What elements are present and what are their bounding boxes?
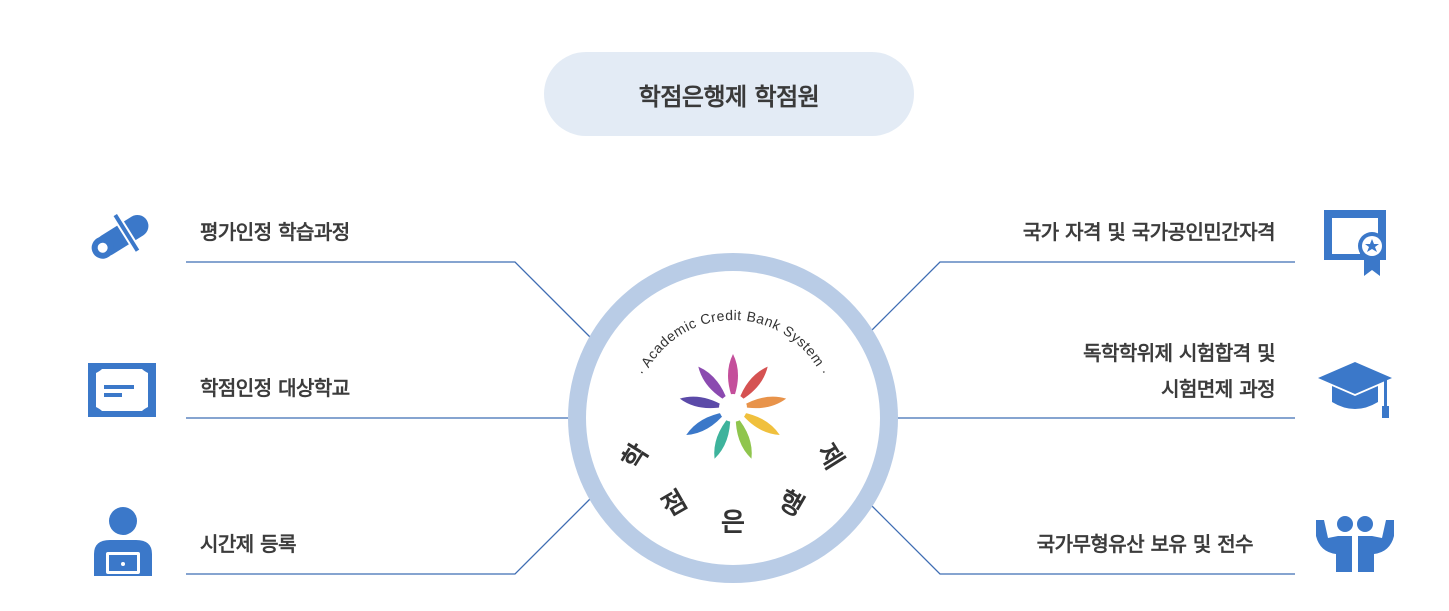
- center-emblem: · Academic Credit Bank System · 학 점 은 행 …: [586, 271, 880, 565]
- item-label-right-1: 국가 자격 및 국가공인민간자격: [1022, 220, 1276, 244]
- emblem-char-1: 학: [617, 439, 655, 475]
- item-label-right-2b: 시험면제 과정: [1161, 377, 1275, 401]
- item-label-right-3: 국가무형유산 보유 및 전수: [1036, 532, 1254, 556]
- emblem-char-2: 점: [657, 485, 693, 523]
- connector-right-top: [869, 261, 1295, 333]
- certificate-star-icon: [1322, 208, 1392, 282]
- people-cheering-icon: [1314, 514, 1396, 578]
- certificate-frame-icon: [86, 361, 158, 423]
- emblem-flower: [679, 354, 787, 459]
- item-label-right-2a: 독학학위제 시험합격 및: [1083, 341, 1275, 365]
- title-pill: 학점은행제 학점원: [544, 52, 914, 136]
- graduation-cap-icon: [1316, 360, 1394, 426]
- connector-left-top: [186, 261, 591, 338]
- item-label-left-2: 학점인정 대상학교: [200, 376, 350, 400]
- item-label-left-1: 평가인정 학습과정: [200, 220, 350, 244]
- person-laptop-icon: [92, 504, 154, 580]
- diploma-scroll-icon: [85, 200, 161, 274]
- item-label-left-3: 시간제 등록: [200, 532, 296, 556]
- connector-left-bottom: [186, 498, 591, 575]
- emblem-char-4: 행: [773, 485, 809, 523]
- emblem-char-5: 제: [811, 439, 849, 475]
- diagram-title: 학점은행제 학점원: [638, 82, 820, 111]
- connector-right-bottom: [869, 503, 1295, 575]
- emblem-char-3: 은: [721, 508, 745, 538]
